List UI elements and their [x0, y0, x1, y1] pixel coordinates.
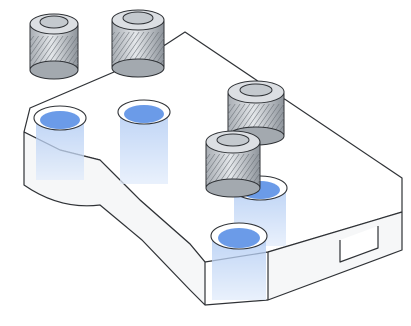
knob-icon	[205, 130, 261, 198]
plate-slot	[339, 226, 379, 263]
well-icon	[33, 105, 87, 180]
plate-bottom-edge	[204, 299, 269, 306]
knob-icon	[29, 13, 79, 80]
knob-icon	[111, 9, 165, 78]
well-icon	[210, 222, 268, 300]
well-icon	[117, 99, 171, 184]
